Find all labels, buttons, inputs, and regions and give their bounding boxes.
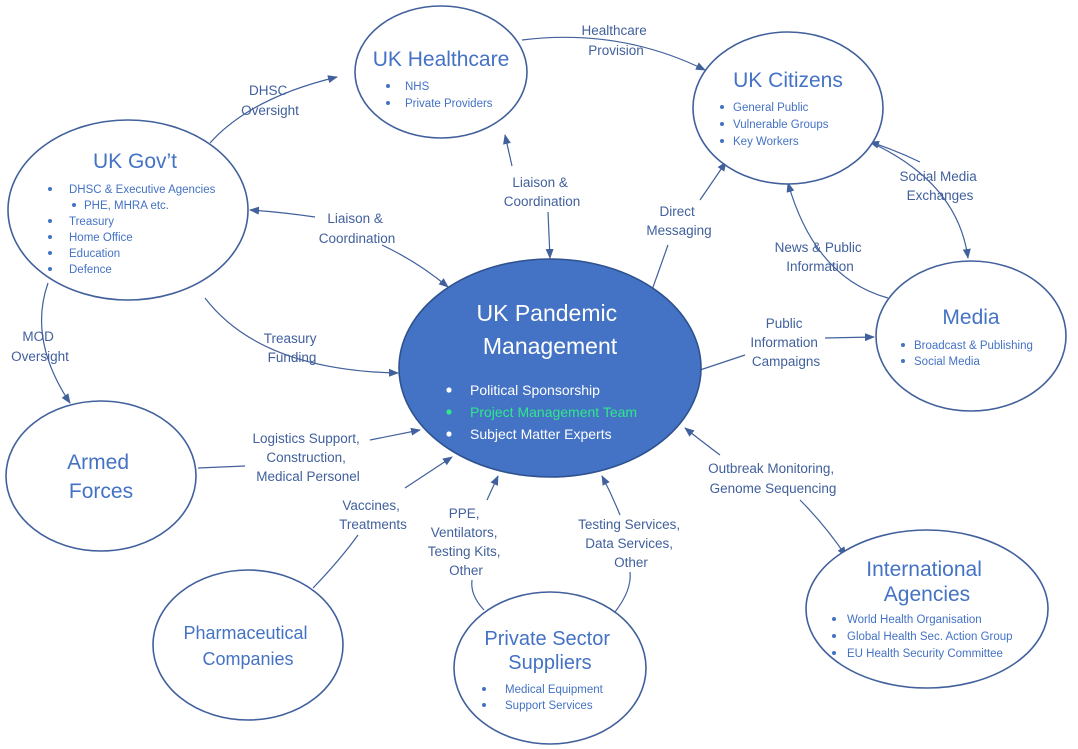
edge-liaison-gov [249, 206, 316, 218]
edge-public-info-right [824, 333, 875, 342]
label-vaccines: Vaccines, Treatments [339, 498, 407, 532]
node-item: Medical Equipment [505, 684, 604, 696]
node-media[interactable]: Media Broadcast & Publishing Social Medi… [875, 260, 1067, 412]
node-private-sector-suppliers[interactable]: Private Sector Suppliers Medical Equipme… [453, 591, 647, 745]
node-item: Vulnerable Groups [733, 119, 829, 131]
label-outbreak: Outbreak Monitoring, Genome Sequencing [708, 461, 838, 496]
edge-ppe [471, 579, 485, 611]
edge-mod-oversight [40, 282, 71, 404]
edge-ppe-up [486, 475, 499, 501]
center-item-highlight: Project Management Team [470, 404, 637, 420]
node-title: Pharmaceutical Companies [183, 623, 312, 669]
connectors [40, 36, 971, 613]
node-title: UK Gov’t [93, 150, 177, 173]
node-title: UK Citizens [733, 69, 843, 92]
node-item: NHS [405, 81, 430, 93]
label-testing: Testing Services, Data Services, Other [578, 517, 684, 570]
label-healthcare-provision: Healthcare Provision [581, 23, 650, 58]
node-item: Support Services [505, 700, 593, 712]
node-item: Education [69, 248, 120, 260]
label-public-info: Public Information Campaigns [750, 316, 821, 369]
label-dhsc-oversight: DHSC Oversight [241, 83, 299, 118]
label-direct-messaging: Direct Messaging [646, 204, 711, 238]
edge-liaison-healthcare [503, 134, 513, 167]
edge-news-public [786, 182, 889, 299]
label-liaison-healthcare: Liaison & Coordination [504, 175, 581, 209]
node-item: EU Health Security Committee [847, 648, 1003, 660]
node-armed-forces[interactable]: Armed Forces [5, 400, 197, 552]
edge-public-info [699, 354, 746, 371]
node-title: Armed Forces [67, 451, 135, 503]
label-liaison-gov: Liaison & Coordination [319, 211, 396, 246]
node-uk-healthcare[interactable]: UK Healthcare NHS Private Providers [354, 5, 528, 139]
node-item: Social Media [914, 356, 980, 368]
edge-social-media-up [869, 140, 921, 163]
label-treasury-funding: Treasury Funding [264, 331, 321, 365]
node-international-agencies[interactable]: International Agencies World Health Orga… [805, 529, 1049, 689]
edge-healthcare-provision [521, 36, 706, 71]
edge-testing [614, 571, 631, 613]
node-item: DHSC & Executive Agencies [69, 184, 216, 196]
edge-vaccines [312, 534, 359, 589]
edge-logistics-up [369, 427, 421, 441]
node-item: Home Office [69, 232, 133, 244]
edge-social-media [875, 144, 971, 259]
node-title: International Agencies [866, 558, 987, 606]
center-item: Political Sponsorship [470, 382, 600, 398]
edge-treasury-funding [204, 297, 399, 377]
edge-outbreak-down [799, 499, 847, 557]
node-title: UK Healthcare [373, 48, 510, 71]
node-uk-pandemic-management[interactable]: UK Pandemic Management Political Sponsor… [398, 258, 702, 478]
center-title: UK Pandemic Management [476, 300, 623, 359]
node-pharmaceutical-companies[interactable]: Pharmaceutical Companies [152, 569, 344, 721]
node-subitem: PHE, MHRA etc. [84, 200, 169, 212]
label-news-public: News & Public Information [775, 240, 866, 274]
node-item: World Health Organisation [847, 614, 982, 626]
label-social-media: Social Media Exchanges [899, 169, 980, 203]
label-mod-oversight: MOD Oversight [11, 329, 69, 364]
node-title: Media [942, 306, 1000, 329]
edge-outbreak [684, 427, 721, 456]
node-uk-citizens[interactable]: UK Citizens General Public Vulnerable Gr… [692, 31, 884, 185]
edge-vaccines-up [404, 456, 453, 489]
edge-logistics [197, 465, 246, 469]
edge-labels: DHSC Oversight Healthcare Provision Liai… [11, 23, 980, 578]
edge-direct-messaging-up [699, 161, 727, 201]
node-item: Treasury [69, 216, 114, 228]
node-item: Private Providers [405, 98, 493, 110]
node-item: Key Workers [733, 136, 799, 148]
edge-liaison-healthcare-down [545, 211, 554, 259]
node-item: General Public [733, 102, 809, 114]
node-uk-govt[interactable]: UK Gov’t DHSC & Executive Agencies PHE, … [7, 119, 249, 301]
label-logistics: Logistics Support, Construction, Medical… [252, 431, 363, 484]
label-ppe: PPE, Ventilators, Testing Kits, Other [428, 506, 505, 578]
edge-direct-messaging [651, 244, 669, 291]
node-item: Global Health Sec. Action Group [847, 631, 1013, 643]
center-item: Subject Matter Experts [470, 426, 612, 442]
edge-testing-up [601, 475, 621, 516]
edge-liaison-gov-down [381, 244, 449, 288]
node-item: Broadcast & Publishing [914, 340, 1033, 352]
edge-dhsc-oversight [209, 75, 338, 144]
node-item: Defence [69, 264, 112, 276]
node-title: Private Sector Suppliers [484, 628, 615, 674]
